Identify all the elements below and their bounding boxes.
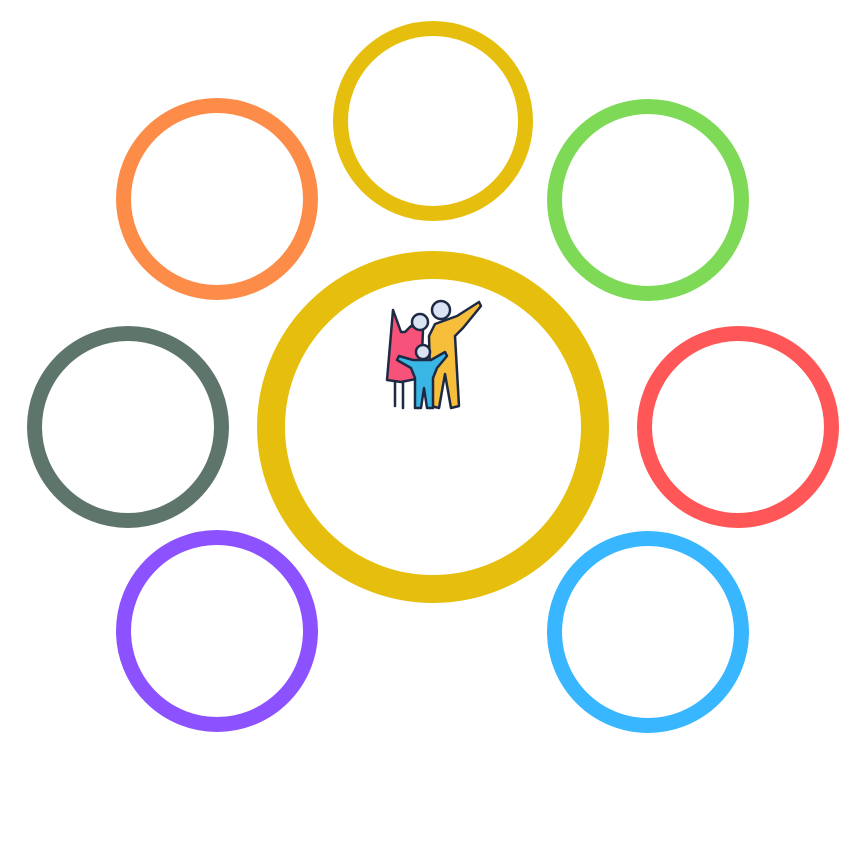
satellite-circle-top-left bbox=[116, 98, 318, 300]
satellite-circle-right bbox=[637, 326, 839, 528]
family-icon-head-left bbox=[410, 312, 430, 332]
satellite-circle-top bbox=[333, 21, 533, 221]
family-icon-head-child bbox=[414, 343, 432, 361]
family-icon bbox=[385, 299, 483, 410]
satellite-circle-bottom-left bbox=[116, 530, 318, 732]
satellite-circle-top-right bbox=[547, 99, 749, 301]
family-icon-head-right bbox=[430, 299, 452, 321]
family-icon-child bbox=[395, 350, 449, 410]
satellite-circle-left bbox=[27, 326, 229, 528]
satellite-circle-bottom-right bbox=[547, 531, 749, 733]
